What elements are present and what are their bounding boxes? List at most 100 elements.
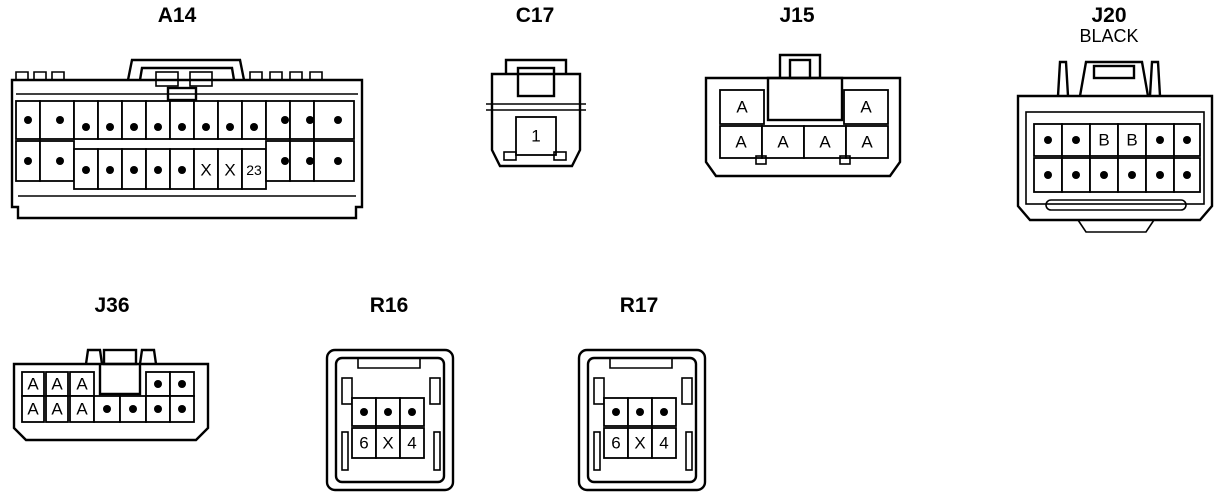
connector-label-c17: C17 [516,4,555,27]
cavity [241,148,267,190]
connector-body [1016,94,1214,222]
cavity [651,427,677,459]
pin-row-2: X X 23 [15,140,355,190]
pin-dot [636,408,644,416]
pin-dot [103,405,111,413]
pin-label: A [777,133,789,152]
lock-tab-left [155,71,179,87]
connector-r17: R17 6 X 4 [577,294,707,492]
pin-dot [1072,171,1080,179]
pin-dot [281,116,289,124]
cavity [845,125,889,159]
connector-r16: R16 6 X 4 [325,294,455,492]
side-guide [681,377,693,405]
pin-dot [384,408,392,416]
cavity [719,89,765,125]
side-guide [593,377,605,405]
pin-label: 6 [359,434,368,453]
cavity [515,116,557,156]
pin-dot [82,166,90,174]
pin-label: X [224,161,235,180]
connector-j36: J36 A A A A A A [12,294,210,442]
pin-label: A [736,98,748,117]
guide [755,155,767,165]
pin-label: X [382,434,393,453]
pin-dot [1156,171,1164,179]
cavity [241,100,267,140]
pin-dot [178,380,186,388]
pin-dot [1183,171,1191,179]
pin-dot [178,405,186,413]
connector-body [490,72,582,168]
connector-label-j20: J20 [1091,4,1126,27]
lock-tab [1092,64,1136,80]
pin-row-2: A A A [21,395,195,423]
pin-label: A [76,375,88,394]
latch-tabs-right [249,71,323,80]
pin-label: A [860,98,872,117]
pin-dot [202,123,210,131]
pin-dot [56,116,64,124]
latch-tabs-left [15,71,65,80]
pin-label: 4 [407,434,416,453]
pin-row-2 [1033,157,1201,193]
cavity [651,397,677,427]
pin-dot [178,123,186,131]
cavity [193,100,219,140]
cavity [399,427,425,459]
pin-dot [154,166,162,174]
pin-dot [1044,171,1052,179]
pin-label: A [51,375,63,394]
pin-dot [334,157,342,165]
pin-dot [1156,136,1164,144]
pin-label: A [861,133,873,152]
pin-label: A [27,375,39,394]
lock-tab-right [189,71,213,87]
pin-label: A [51,400,63,419]
center-block [766,76,844,122]
pin-label: A [735,133,747,152]
pin-dot [56,157,64,165]
pin-dot [154,405,162,413]
pin-dot [250,123,258,131]
connector-inner [334,356,446,484]
pin-dot [24,157,32,165]
connector-sublabel-j20: BLACK [1079,26,1138,46]
lock-housing-inner [138,66,236,81]
connector-inner [586,356,698,484]
cavity [121,100,147,140]
side-rib [341,431,349,471]
connector-body [10,78,364,220]
cavity [21,395,45,423]
lock-tab [609,358,673,369]
cavity [761,125,805,159]
pin-label: X [634,434,645,453]
guide [553,151,567,161]
connector-label-a14: A14 [158,4,197,27]
pin-dot [106,166,114,174]
pin-dot [129,405,137,413]
pin-label: B [1098,131,1109,150]
connector-j15: J15 A A A A A A [704,4,902,178]
cavity [843,89,889,125]
cavity [73,100,99,140]
connector-label-r17: R17 [620,294,659,317]
pin-row-1 [15,100,355,140]
bottom-rib [1045,199,1187,211]
lock-tab [516,66,556,98]
pin-dot [408,408,416,416]
pin-dot [660,408,668,416]
connector-body [12,362,210,442]
pin-dot [1044,136,1052,144]
cavity-frame [1025,111,1205,205]
cavity [351,427,377,459]
latch-arms [84,348,158,365]
lock-housing [778,53,822,78]
latch-arms [1056,60,1162,97]
connector-label-r16: R16 [370,294,409,317]
pin-dot [281,157,289,165]
pin-label: 1 [531,127,540,146]
pin-dot [1072,136,1080,144]
pin-dot [82,123,90,131]
connector-label-j36: J36 [94,294,129,317]
